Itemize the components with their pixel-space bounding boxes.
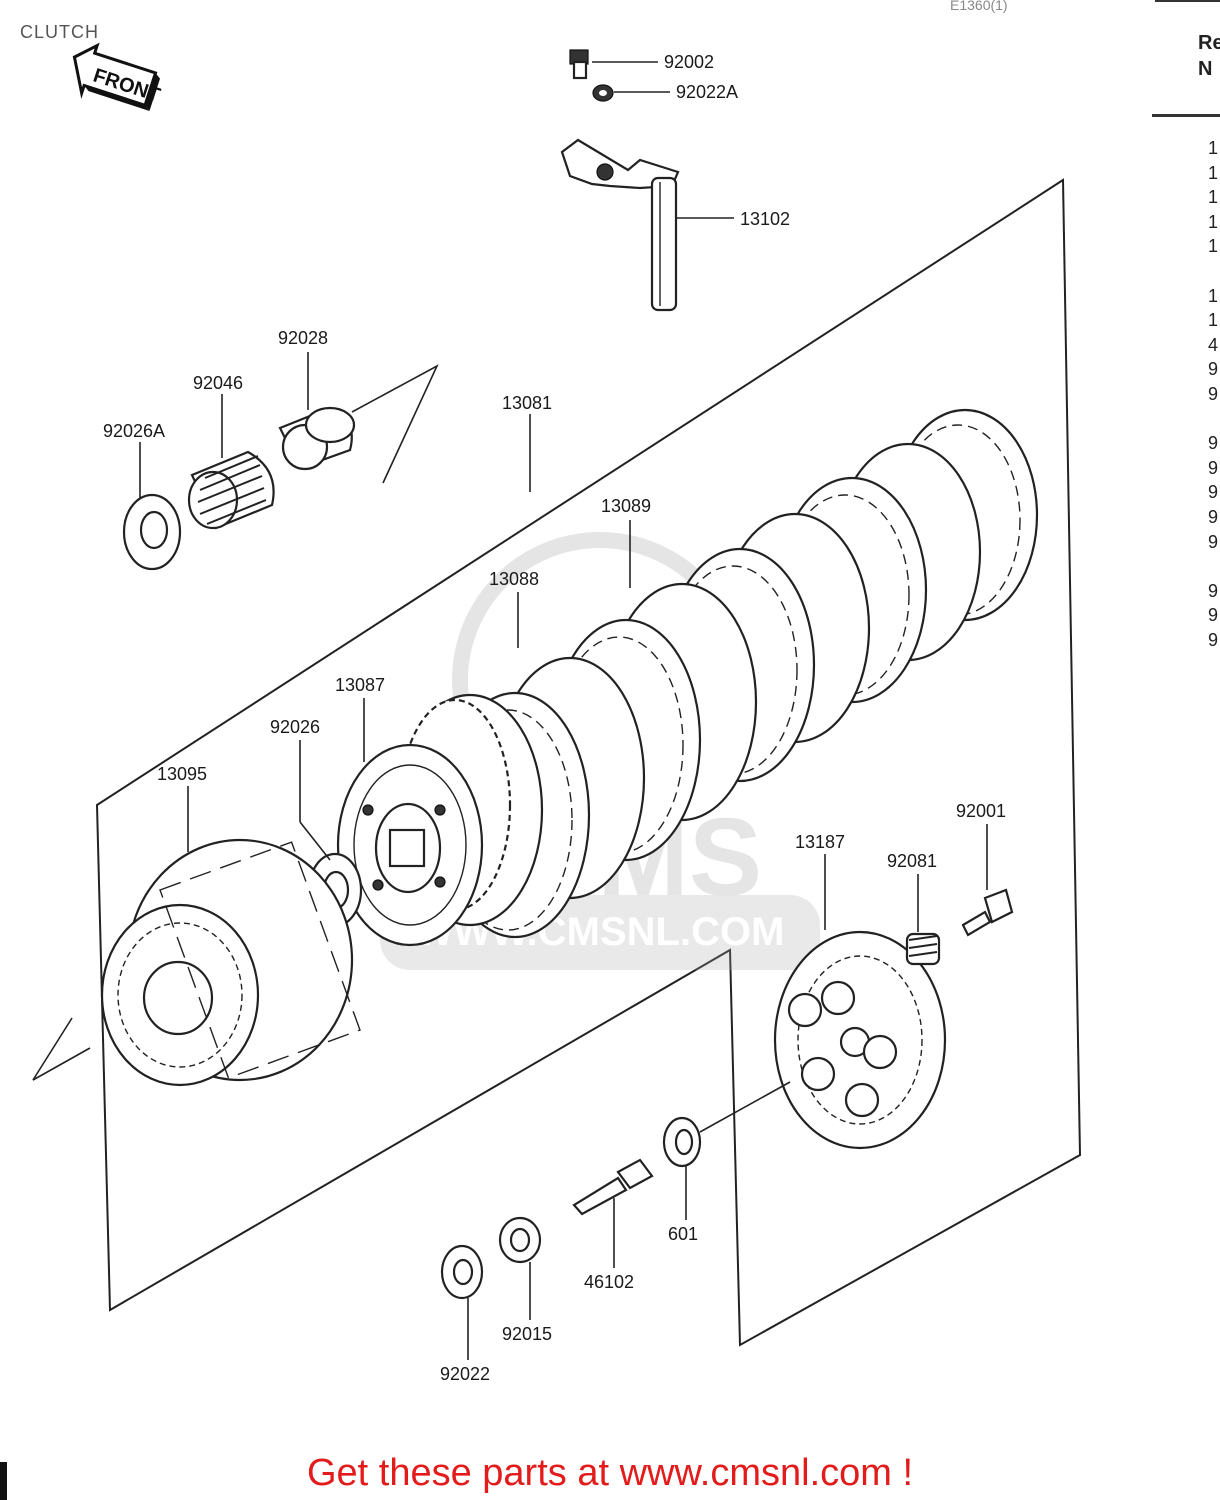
ref-number-cell: 9	[1208, 457, 1219, 478]
washer-92026A	[122, 493, 182, 571]
ref-number-cell: 1	[1208, 236, 1219, 257]
label-13081: 13081	[502, 393, 552, 413]
ref-number-cell: 1	[1208, 162, 1219, 183]
needle-bearing-92046	[187, 450, 275, 530]
label-46102: 46102	[584, 1272, 634, 1292]
ref-number-cell: 1	[1208, 285, 1219, 306]
side-rule	[1152, 114, 1220, 117]
guide-lines-upper	[351, 364, 439, 484]
washer-92022A	[592, 84, 614, 102]
spring-92081	[905, 932, 941, 966]
left-edge-mark	[0, 1462, 7, 1500]
label-13095: 13095	[157, 764, 207, 784]
label-13087: 13087	[335, 675, 385, 695]
label-13089: 13089	[601, 496, 651, 516]
nut-92015	[498, 1216, 542, 1264]
ref-number-cell: 1	[1208, 211, 1219, 232]
ref-number-cell: 9	[1208, 506, 1219, 527]
front-arrow-icon: FRONT	[72, 42, 163, 111]
label-92026A: 92026A	[103, 421, 165, 441]
bolt-92002	[569, 49, 589, 80]
ref-number-cell: 9	[1208, 605, 1219, 626]
side-rule-top	[1155, 0, 1220, 2]
ref-number-cell: 9	[1208, 482, 1219, 503]
diagram-title: CLUTCH	[20, 22, 99, 42]
label-92015: 92015	[502, 1324, 552, 1344]
bolt-92001	[961, 888, 1014, 937]
ref-no-header: Re N	[1198, 30, 1220, 82]
ref-number-cell: 9	[1208, 531, 1219, 552]
ref-number-cell: 9	[1208, 580, 1219, 601]
collar-92028	[278, 406, 356, 471]
ref-number-cell: 1	[1208, 310, 1219, 331]
pressure-plate-13187	[773, 930, 947, 1150]
label-92022: 92022	[440, 1364, 490, 1384]
clutch-housing-13095	[100, 838, 361, 1087]
ref-header-line2: N	[1198, 58, 1213, 80]
label-92022A: 92022A	[676, 82, 738, 102]
label-92002: 92002	[664, 52, 714, 72]
label-13102: 13102	[740, 209, 790, 229]
label-13187: 13187	[795, 832, 845, 852]
ref-header-line1: Re	[1198, 32, 1220, 54]
ball-bearing-601	[662, 1116, 702, 1168]
label-13088: 13088	[489, 569, 539, 589]
ref-number-cell: 1	[1208, 187, 1219, 208]
label-601: 601	[668, 1224, 698, 1244]
label-92046: 92046	[193, 373, 243, 393]
label-92028: 92028	[278, 328, 328, 348]
clutch-hub-13087	[336, 698, 512, 947]
ref-number-cell: 1	[1208, 138, 1219, 158]
label-92081: 92081	[887, 851, 937, 871]
ref-number-cell: 9	[1208, 359, 1219, 380]
ref-number-cell: 9	[1208, 629, 1219, 650]
assembly-frame	[95, 178, 1082, 1347]
ref-number-cell: 9	[1208, 433, 1219, 454]
diagram-code: E1360(1)	[950, 0, 1008, 13]
ref-number-column: 1 1 1 1 1 1 1 4 9 9 9 9 9 9 9 9 9 9	[1208, 136, 1218, 652]
ref-number-cell: 9	[1208, 383, 1219, 404]
guide-lines-lower	[32, 1017, 91, 1081]
washer-92022	[440, 1244, 484, 1300]
push-rod-46102	[572, 1158, 654, 1216]
release-lever-13102	[560, 138, 680, 312]
label-92026: 92026	[270, 717, 320, 737]
label-92001: 92001	[956, 801, 1006, 821]
clutch-plate-stack	[396, 408, 1039, 939]
footer-link-text[interactable]: Get these parts at www.cmsnl.com !	[306, 1452, 914, 1494]
ref-number-cell: 4	[1208, 334, 1219, 355]
